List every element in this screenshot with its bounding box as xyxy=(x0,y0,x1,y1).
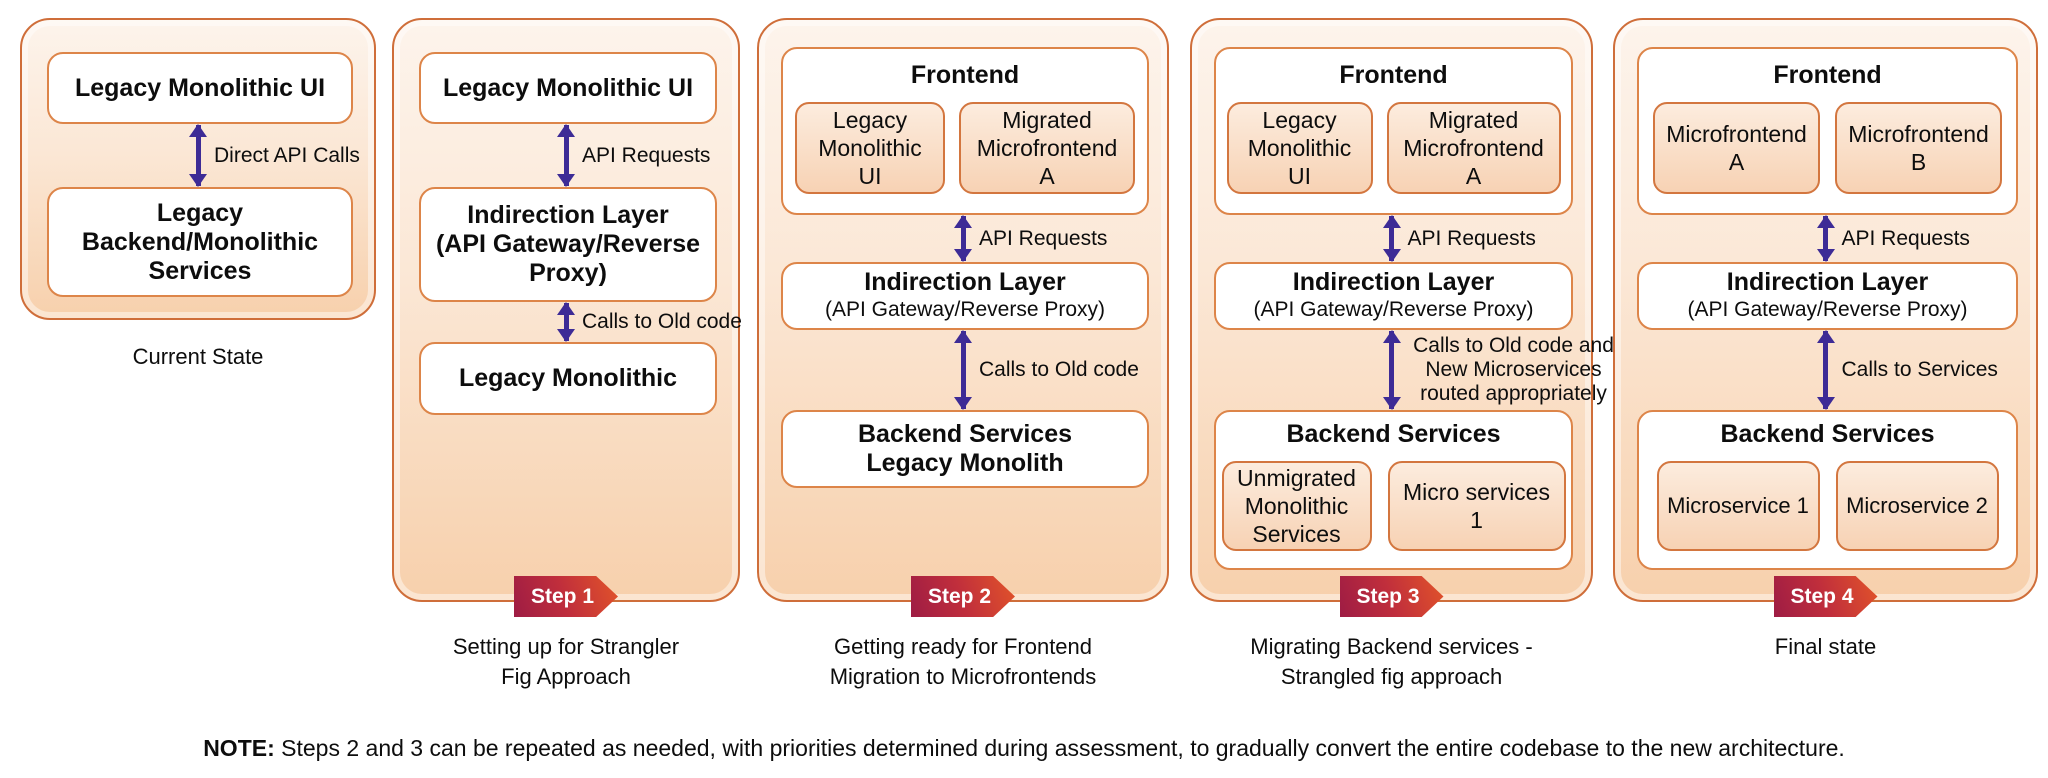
arrow-label: API Requests xyxy=(979,226,1108,250)
backend-items-row: Unmigrated Monolithic Services Micro ser… xyxy=(1221,461,1566,551)
box-frontend: Frontend Legacy Monolithic UI Migrated M… xyxy=(1214,47,1573,215)
arrow-calls-to-old-code: Calls to Old code xyxy=(394,302,742,342)
box-subtitle: (API Gateway/Reverse Proxy) xyxy=(824,298,1106,322)
box-title: Indirection Layer xyxy=(864,268,1066,297)
double-arrow-icon xyxy=(563,125,569,186)
box-label: Legacy Monolithic xyxy=(458,364,678,392)
backend-heading: Backend Services xyxy=(1720,420,1935,448)
frontend-items-row: Legacy Monolithic UI Migrated Microfront… xyxy=(1226,102,1561,194)
box-indirection-layer: Indirection Layer (API Gateway/Reverse P… xyxy=(419,187,717,302)
caption-current-state: Current State xyxy=(132,344,264,369)
box-microservice-1: Microservice 1 xyxy=(1656,461,1820,551)
box-legacy-monolithic: Legacy Monolithic xyxy=(419,342,717,415)
arrow-api-requests: API Requests xyxy=(1615,215,2036,262)
box-frontend: Frontend Legacy Monolithic UI Migrated M… xyxy=(781,47,1149,215)
double-arrow-icon xyxy=(195,125,201,186)
arrow-api-requests: API Requests xyxy=(394,124,738,187)
caption-step-3: Migrating Backend services - Strangled f… xyxy=(1250,634,1533,689)
box-frontend: Frontend Microfrontend A Microfrontend B xyxy=(1637,47,2018,215)
box-label: Backend Services Legacy Monolith xyxy=(857,420,1073,477)
note-text: NOTE: Steps 2 and 3 can be repeated as n… xyxy=(0,735,2048,762)
frontend-items-row: Legacy Monolithic UI Migrated Microfront… xyxy=(795,102,1135,194)
arrow-calls-routed-appropriately: Calls to Old code and New Microservices … xyxy=(1192,330,1614,410)
box-backend-services-legacy-monolith: Backend Services Legacy Monolith xyxy=(781,410,1149,488)
panel-step-4: Frontend Microfrontend A Microfrontend B… xyxy=(1613,18,2038,617)
arrow-label: Calls to Services xyxy=(1841,358,1998,381)
frontend-heading: Frontend xyxy=(1339,61,1448,89)
backend-heading: Backend Services xyxy=(1286,420,1501,448)
arrow-calls-to-old-code: Calls to Old code xyxy=(759,330,1167,410)
step-2-badge: Step 2 xyxy=(911,576,1015,617)
box-migrated-microfrontend-a: Migrated Microfrontend A xyxy=(959,102,1135,194)
arrow-label: API Requests xyxy=(582,143,711,167)
box-micro-services-1: Micro services 1 xyxy=(1387,461,1566,551)
double-arrow-icon xyxy=(1823,216,1828,261)
double-arrow-icon xyxy=(1389,216,1394,261)
step-1-badge: Step 1 xyxy=(514,576,618,617)
panel-step-3: Frontend Legacy Monolithic UI Migrated M… xyxy=(1190,18,1614,617)
box-legacy-monolithic-ui: Legacy Monolithic UI xyxy=(1226,102,1373,194)
box-title: Indirection Layer xyxy=(1726,268,1929,297)
backend-items-row: Microservice 1 Microservice 2 xyxy=(1656,461,1999,551)
arrow-api-requests: API Requests xyxy=(759,215,1167,262)
box-legacy-monolithic-ui: Legacy Monolithic UI xyxy=(795,102,945,194)
double-arrow-icon xyxy=(960,331,966,409)
arrow-label: Direct API Calls xyxy=(214,143,360,167)
double-arrow-icon xyxy=(1823,331,1828,409)
box-microfrontend-b: Microfrontend B xyxy=(1835,102,2002,194)
caption-step-1: Setting up for Strangler Fig Approach xyxy=(452,634,680,689)
note-body: Steps 2 and 3 can be repeated as needed,… xyxy=(274,735,1845,761)
panel-step-1: Legacy Monolithic UI API Requests Indire… xyxy=(392,18,742,617)
caption-step-4: Final state xyxy=(1774,634,1877,659)
box-indirection-layer: Indirection Layer (API Gateway/Reverse P… xyxy=(1637,262,2018,330)
box-legacy-monolithic-ui: Legacy Monolithic UI xyxy=(419,52,717,124)
box-title: Indirection Layer xyxy=(1292,268,1495,297)
step-4-badge: Step 4 xyxy=(1773,576,1878,617)
arrow-label: API Requests xyxy=(1841,226,1970,250)
arrow-label: Calls to Old code and New Microservices … xyxy=(1413,334,1614,405)
arrow-label: API Requests xyxy=(1407,226,1536,250)
box-indirection-layer: Indirection Layer (API Gateway/Reverse P… xyxy=(781,262,1149,330)
box-microservice-2: Microservice 2 xyxy=(1835,461,1999,551)
box-microfrontend-a: Microfrontend A xyxy=(1653,102,1820,194)
box-unmigrated-monolithic-services: Unmigrated Monolithic Services xyxy=(1221,461,1372,551)
box-title: Indirection Layer xyxy=(467,201,669,229)
arrow-label: Calls to Old code xyxy=(582,310,742,333)
frontend-heading: Frontend xyxy=(910,61,1020,89)
arrow-calls-to-services: Calls to Services xyxy=(1615,330,2036,410)
box-subtitle: (API Gateway/Reverse Proxy) xyxy=(1253,298,1534,322)
arrow-direct-api-calls: Direct API Calls xyxy=(22,124,374,187)
box-migrated-microfrontend-a: Migrated Microfrontend A xyxy=(1386,102,1561,194)
double-arrow-icon xyxy=(1389,331,1394,409)
step-3-badge: Step 3 xyxy=(1339,576,1444,617)
double-arrow-icon xyxy=(960,216,966,261)
box-legacy-monolithic-ui: Legacy Monolithic UI xyxy=(47,52,353,124)
box-legacy-backend-monolithic-services: Legacy Backend/Monolithic Services xyxy=(47,187,353,297)
box-subtitle: (API Gateway/Reverse Proxy) xyxy=(1687,298,1968,322)
box-label: Legacy Monolithic UI xyxy=(74,73,326,102)
box-backend-services: Backend Services Unmigrated Monolithic S… xyxy=(1214,410,1573,570)
box-backend-services: Backend Services Microservice 1 Microser… xyxy=(1637,410,2018,570)
double-arrow-icon xyxy=(563,303,569,341)
box-subtitle: (API Gateway/Reverse Proxy) xyxy=(435,230,701,287)
note-label: NOTE: xyxy=(203,735,275,761)
box-indirection-layer: Indirection Layer (API Gateway/Reverse P… xyxy=(1214,262,1573,330)
box-label: Legacy Monolithic UI xyxy=(442,73,694,102)
caption-step-2: Getting ready for Frontend Migration to … xyxy=(829,634,1097,689)
arrow-label: Calls to Old code xyxy=(979,358,1139,381)
box-label: Legacy Backend/Monolithic Services xyxy=(81,198,319,285)
frontend-items-row: Microfrontend A Microfrontend B xyxy=(1653,102,2002,194)
arrow-api-requests: API Requests xyxy=(1192,215,1591,262)
panel-step-2: Frontend Legacy Monolithic UI Migrated M… xyxy=(757,18,1169,617)
panel-current-state: Legacy Monolithic UI Direct API Calls Le… xyxy=(20,18,376,320)
frontend-heading: Frontend xyxy=(1773,61,1882,89)
